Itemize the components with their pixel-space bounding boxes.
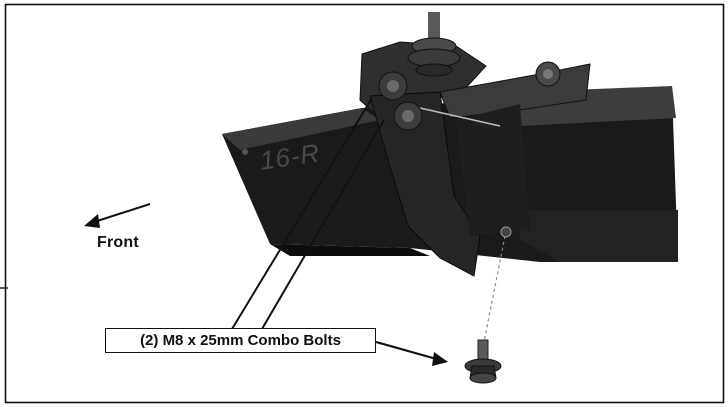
- bolt-callout-text: (2) M8 x 25mm Combo Bolts: [140, 332, 341, 349]
- frame-hole: [242, 149, 248, 155]
- arrow-left-down-icon: [84, 203, 151, 228]
- figure-border: [4, 3, 725, 404]
- front-direction-label: Front: [97, 234, 139, 251]
- callout-arrow-line: [375, 340, 441, 362]
- alignment-line: [483, 235, 506, 343]
- bracket-edge-highlight: [419, 107, 501, 127]
- bolt-callout-box: (2) M8 x 25mm Combo Bolts: [105, 328, 376, 353]
- flange-bolt-icon: [464, 339, 502, 384]
- top-bolt-assembly: [378, 12, 561, 131]
- bolt-hole: [500, 226, 512, 238]
- leader-line: [261, 119, 385, 330]
- callout-arrow-head: [432, 352, 448, 366]
- leader-line: [231, 97, 373, 330]
